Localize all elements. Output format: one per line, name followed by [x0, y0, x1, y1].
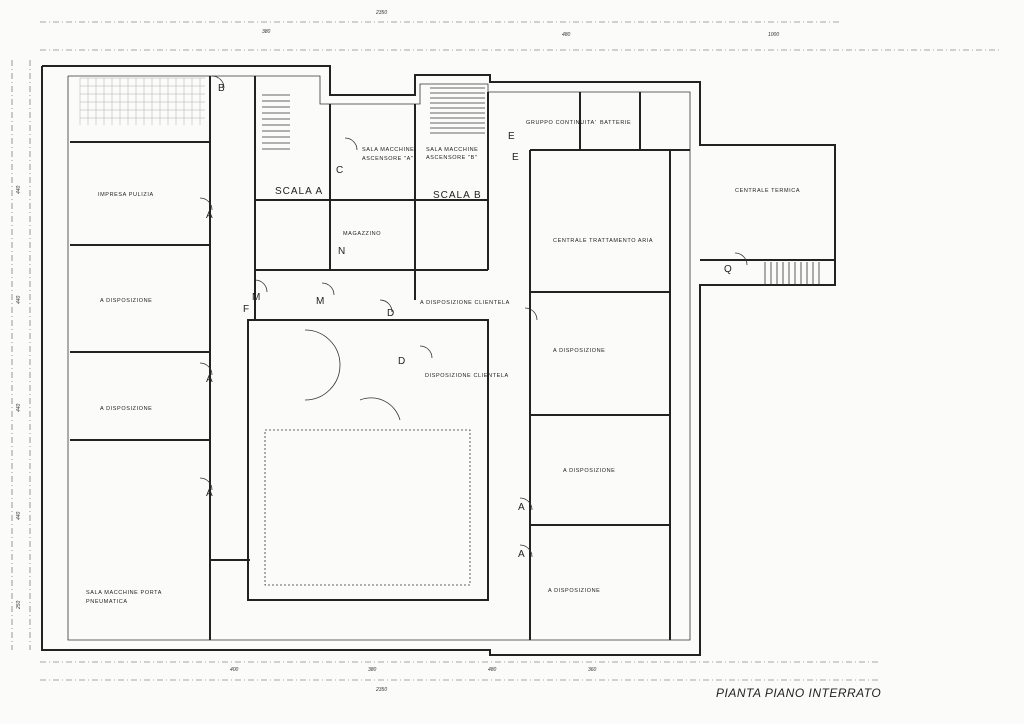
dimension-left: 440 — [16, 511, 22, 520]
room-label: ASCENSORE "B" — [426, 155, 477, 161]
door-mark: B — [218, 83, 225, 94]
door-swing — [321, 282, 335, 296]
door-mark: D — [387, 308, 394, 319]
room-label: SALA MACCHINE — [426, 147, 478, 153]
door-swing — [199, 197, 213, 211]
room-label: A DISPOSIZIONE CLIENTELA — [420, 300, 510, 306]
room-label: CENTRALE TRATTAMENTO ARIA — [553, 238, 653, 244]
room-label: BATTERIE — [600, 120, 631, 126]
dimension-top: 1000 — [768, 32, 779, 38]
door-mark: C — [336, 165, 343, 176]
door-swing — [519, 497, 533, 511]
room-label: GRUPPO CONTINUITA' — [526, 120, 596, 126]
door-swing — [524, 307, 538, 321]
door-mark: M — [316, 296, 324, 307]
room-label: CENTRALE TERMICA — [735, 188, 800, 194]
curved-wall — [304, 329, 341, 401]
dimension-left: 440 — [16, 185, 22, 194]
dimension-top: 2350 — [375, 10, 387, 16]
dimension-bottom: 380 — [368, 667, 377, 673]
door-swing — [379, 299, 393, 313]
stair-label: SCALA A — [275, 186, 323, 197]
door-mark: M — [252, 292, 260, 303]
room-label: MAGAZZINO — [343, 231, 381, 237]
door-mark: A — [206, 210, 213, 221]
drawing-title: PIANTA PIANO INTERRATO — [716, 686, 881, 700]
walls — [11, 21, 1000, 681]
door-swing — [211, 75, 225, 89]
stair-label: SCALA B — [433, 190, 482, 201]
door-mark: A — [518, 549, 525, 560]
door-mark: F — [243, 304, 249, 315]
door-swing — [519, 544, 533, 558]
door-swing — [199, 477, 213, 491]
door-mark: E — [508, 131, 515, 142]
room-label: A DISPOSIZIONE — [553, 348, 605, 354]
room-label: A DISPOSIZIONE — [563, 468, 615, 474]
door-mark: E — [512, 152, 519, 163]
door-swing — [734, 252, 748, 266]
dimension-left: 440 — [16, 403, 22, 412]
door-mark: A — [206, 374, 213, 385]
room-label: SALA MACCHINE PORTA — [86, 590, 162, 596]
door-swing — [199, 362, 213, 376]
door-mark: A — [206, 488, 213, 499]
door-mark: N — [338, 246, 345, 257]
door-mark: D — [398, 356, 405, 367]
door-swing — [344, 137, 358, 151]
room-label: PNEUMATICA — [86, 599, 128, 605]
dimension-left: 440 — [16, 295, 22, 304]
courtyard-inner — [264, 429, 471, 586]
door-swing — [254, 279, 268, 293]
door-mark: A — [518, 502, 525, 513]
dimension-left: 250 — [16, 600, 22, 610]
inner-wall — [67, 75, 691, 641]
room-label: SALA MACCHINE — [362, 147, 414, 153]
door-swing — [419, 345, 433, 359]
room-label: IMPRESA PULIZIA — [98, 192, 154, 198]
room-label: DISPOSIZIONE CLIENTELA — [425, 373, 509, 379]
dimension-bottom: 480 — [488, 667, 497, 673]
dimension-bottom: 2350 — [375, 687, 387, 693]
labels: IMPRESA PULIZIA A DISPOSIZIONE A DISPOSI… — [16, 10, 881, 700]
dimension-bottom: 360 — [588, 667, 597, 673]
room-label: A DISPOSIZIONE — [100, 406, 152, 412]
door-mark: Q — [724, 264, 732, 275]
dimension-bottom: 400 — [230, 667, 239, 673]
room-label: ASCENSORE "A" — [362, 156, 413, 162]
dimension-top: 380 — [262, 29, 271, 35]
courtyard-outer — [247, 319, 489, 601]
room-label: A DISPOSIZIONE — [548, 588, 600, 594]
curved-wall — [359, 397, 401, 421]
outer-wall — [41, 65, 836, 656]
dimension-top: 480 — [562, 32, 571, 38]
room-label: A DISPOSIZIONE — [100, 298, 152, 304]
